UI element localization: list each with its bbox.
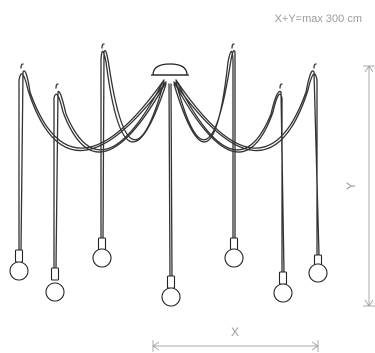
cable-4-b <box>170 83 173 281</box>
pendant-5 <box>224 237 244 268</box>
cables <box>18 43 320 281</box>
x-dimension: X <box>152 325 319 352</box>
pendant-4 <box>161 275 181 307</box>
ceiling-canopy <box>151 63 189 76</box>
pendant-7 <box>308 254 328 283</box>
cable-6 <box>173 81 283 273</box>
hook-4 <box>231 43 235 49</box>
cable-5 <box>173 50 234 239</box>
hook-6 <box>313 63 317 69</box>
hook-3 <box>101 43 105 49</box>
pendant-6 <box>273 271 293 303</box>
hook-1 <box>20 63 24 69</box>
cable-2 <box>53 81 167 269</box>
y-dimension: Y <box>344 65 375 307</box>
pendant-1 <box>9 249 29 281</box>
y-dimension-label: Y <box>344 182 358 190</box>
hook-5 <box>279 83 283 89</box>
cable-7 <box>173 73 318 256</box>
cable-6-b <box>175 79 285 273</box>
pendant-3 <box>92 237 112 268</box>
cable-5-b <box>175 49 236 239</box>
cable-1 <box>18 73 167 251</box>
hook-2 <box>55 83 59 89</box>
x-dimension-label: X <box>231 325 239 339</box>
cable-7-b <box>175 70 320 256</box>
cable-4 <box>168 83 171 281</box>
cable-1-b <box>20 70 165 251</box>
cable-3-b <box>102 49 165 239</box>
pendant-2 <box>45 267 65 302</box>
max-length-note: X+Y=max 300 cm <box>275 13 362 25</box>
cable-2-b <box>55 79 165 269</box>
